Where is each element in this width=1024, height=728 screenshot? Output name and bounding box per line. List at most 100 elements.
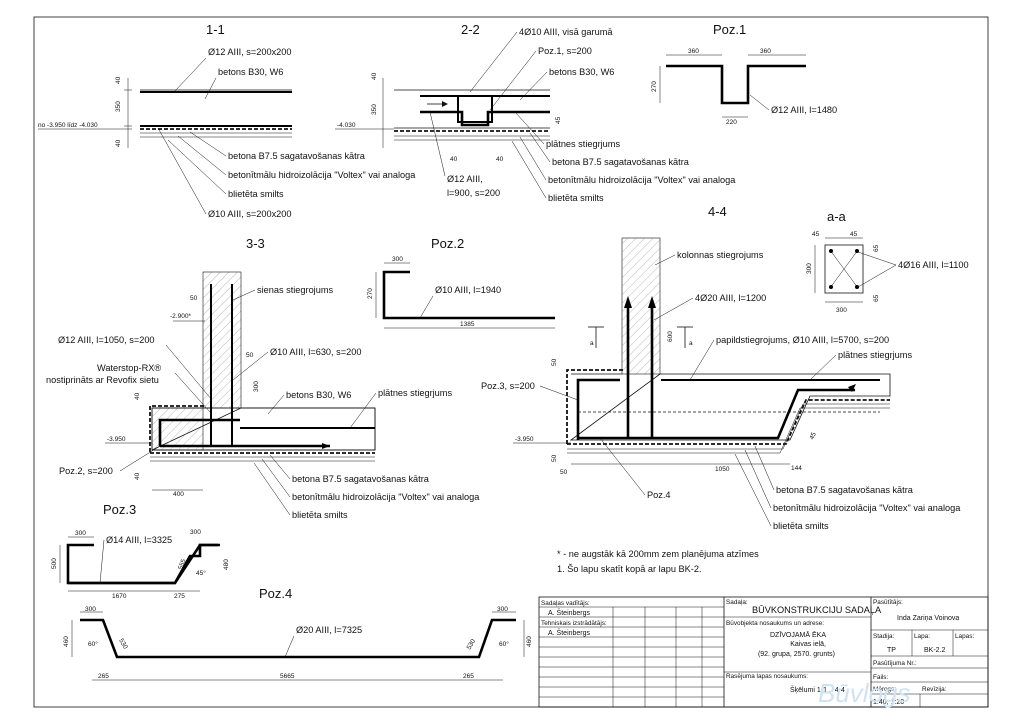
poz4-d460a-text: 460 <box>63 636 70 647</box>
title-block-drafter-lbl-text: Tehniskais izstrādātājs: <box>541 620 607 627</box>
title-block-head-lbl-text: Sadaļas vadītājs: <box>541 600 590 607</box>
s44-d45-text: 45 <box>808 431 818 441</box>
watermark: Būvlogs <box>818 678 911 708</box>
s11-rebar-bot-text: Ø10 AIII, s=200x200 <box>208 209 292 219</box>
poz2-d1385-text: 1385 <box>460 321 475 328</box>
title-block-section-val-text: BŪVKONSTRUKCIJU SADAĻA <box>752 605 882 615</box>
s11-rebar-top-text: Ø12 AIII, s=200x200 <box>208 47 292 57</box>
s44-d144-text: 144 <box>791 465 802 472</box>
s11-sand-text: blietēta smilts <box>228 189 284 199</box>
sections-poz2-text: Poz.2 <box>431 236 464 251</box>
s11-prep-text: betona B7.5 sagatavošanas kātra <box>228 151 366 161</box>
saa-d300a-text: 300 <box>806 263 813 274</box>
s44-lvl-text: -3.950 <box>515 436 534 443</box>
saa-d45a-text: 45 <box>812 231 820 238</box>
sections-s33-text: 3-3 <box>246 236 265 251</box>
title-block-head-val-text: A. Šteinbergs <box>548 608 591 617</box>
s22-level-text: -4.030 <box>337 122 356 129</box>
s11-hydro-text: betonītmālu hidroizolācija "Voltex" vai … <box>228 170 416 180</box>
saa-d45b-text: 45 <box>850 231 858 238</box>
poz-4-detail: Poz.4 300 300 530 530 60° 60° 460 460 26… <box>63 586 533 681</box>
s33-concrete-text: betons B30, W6 <box>286 390 351 400</box>
section-2-2: 2-2 40 350 45 -4.030 40 40 4Ø10 AIII, vi… <box>335 22 736 203</box>
sheet-border <box>33 16 989 708</box>
poz4-d300b-text: 300 <box>497 606 508 613</box>
s33-d300-text: 300 <box>253 381 260 392</box>
s44-r1-text: 4Ø20 AIII, l=1200 <box>695 293 766 303</box>
title-block-drawing-val-text: Šķēlumi 1-1 .. 4-4 <box>790 685 845 694</box>
s11-level-text: no -3.950 līdz -4.030 <box>38 122 98 129</box>
s33-slab-text: plātnes stiegrjums <box>378 388 452 398</box>
s44-a-text: a <box>689 340 693 347</box>
section-3-3: 3-3 -2.900* -3.950 50 50 300 40 40 400 s… <box>46 236 480 520</box>
saa-d65b-text: 65 <box>873 294 880 302</box>
s44-col-text: kolonnas stiegrojums <box>677 250 764 260</box>
s22-bar2-text: l=900, s=200 <box>447 188 500 198</box>
poz3-label-text: Ø14 AIII, l=3325 <box>106 535 172 545</box>
title-block-stage-val-text: TP <box>887 647 896 654</box>
poz4-d460b-text: 460 <box>526 636 533 647</box>
title-block-obj2-text: Kaivas ielā, <box>790 641 826 648</box>
s22-prep-text: betona B7.5 sagatavošanas kātra <box>552 157 690 167</box>
s33-d40a-text: 40 <box>134 392 141 400</box>
s11-concrete-text: betons B30, W6 <box>218 67 283 77</box>
s11-d350-text: 350 <box>115 101 122 112</box>
s22-slab-text: plātnes stiegrjums <box>546 139 620 149</box>
title-block: Sadaļas vadītājs: A. Šteinbergs Tehniska… <box>538 596 989 708</box>
poz1-d360b-text: 360 <box>760 48 771 55</box>
s44-d1050-text: 1050 <box>715 466 730 473</box>
note-1: * - ne augstāk kā 200mm zem planējuma at… <box>557 549 759 559</box>
poz3-d500-text: 500 <box>51 558 58 569</box>
s33-d50a-text: 50 <box>190 295 198 302</box>
title-block-sheet-val-text: BK-2.2 <box>924 647 946 654</box>
s22-d40a-text: 40 <box>450 156 458 163</box>
title-block-sheets-lbl-text: Lapas: <box>955 633 974 640</box>
poz4-d265b-text: 265 <box>463 673 474 680</box>
s22-d40b-text: 40 <box>496 156 504 163</box>
s44-r2-text: papildstiegrojums, Ø10 AIII, l=5700, s=2… <box>716 335 889 345</box>
saa-d300b-text: 300 <box>836 307 847 314</box>
poz4-label-text: Ø20 AIII, l=7325 <box>296 625 362 635</box>
s22-concrete-text: betons B30, W6 <box>549 67 614 77</box>
title-block-obj-lbl-text: Būvobjekta nosaukums un adrese: <box>726 620 824 627</box>
sections-poz4-text: Poz.4 <box>259 586 292 601</box>
s33-r1-text: Ø12 AIII, l=1050, s=200 <box>58 335 155 345</box>
notes: * - ne augstāk kā 200mm zem planējuma at… <box>557 549 759 574</box>
s22-r2-text: Poz.1, s=200 <box>538 46 592 56</box>
sections-poz3-text: Poz.3 <box>103 502 136 517</box>
poz-1-detail: Poz.1 360 360 270 220 Ø12 AIII, l=1480 <box>651 22 837 126</box>
poz4-d300a-text: 300 <box>85 606 96 613</box>
poz1-label-text: Ø12 AIII, l=1480 <box>771 105 837 115</box>
poz4-d530a-text: 530 <box>117 638 129 651</box>
title-block-drawing-lbl-text: Rasējuma lapas nosaukums: <box>726 673 808 680</box>
title-block-section-lbl-text: Sadaļa: <box>726 599 748 606</box>
s22-d40a-text: 40 <box>371 72 378 80</box>
s33-water1-text: Waterstop-RX® <box>97 363 161 373</box>
poz3-d300-text: 300 <box>190 529 201 536</box>
title-block-drafter-val-text: A. Šteinbergs <box>548 628 591 637</box>
s33-poz2-text: Poz.2, s=200 <box>59 466 113 476</box>
title-block-scale-lbl-text: Mērogs: <box>873 686 896 693</box>
poz1-d270-text: 270 <box>651 81 658 92</box>
section-4-4: 4-4 a a 600 50 50 50 1050 144 45 -3.950 … <box>481 204 961 531</box>
s33-d50b-text: 50 <box>246 352 254 359</box>
title-block-client-val-text: Inda Zariņa Voinova <box>897 615 959 622</box>
s22-bar-text: Ø12 AIII, <box>447 174 483 184</box>
poz3-d275-text: 275 <box>174 593 185 600</box>
title-block-order-lbl-text: Pasūtījuma Nr.: <box>873 660 917 667</box>
poz-2-detail: Poz.2 300 270 1385 Ø10 AIII, l=1940 <box>367 236 555 329</box>
s33-hydro-text: betonītmālu hidroizolācija "Voltex" vai … <box>292 492 480 502</box>
s22-d350-text: 350 <box>371 104 378 115</box>
poz4-d530b-text: 530 <box>466 638 478 651</box>
s44-d50b-text: 50 <box>551 454 558 462</box>
poz4-ang1-text: 60° <box>88 640 98 648</box>
poz1-d360a-text: 360 <box>688 48 699 55</box>
s44-d50a-text: 50 <box>551 358 558 366</box>
poz3-d480-text: 480 <box>223 559 230 570</box>
poz2-d300-text: 300 <box>392 256 403 263</box>
poz2-label-text: Ø10 AIII, l=1940 <box>435 285 501 295</box>
s22-hydro-text: betonītmālu hidroizolācija "Voltex" vai … <box>548 175 736 185</box>
title-block-sheet-lbl-text: Lapa: <box>914 633 930 640</box>
s33-prep-text: betona B7.5 sagatavošanas kātra <box>292 474 430 484</box>
s44-a-text: a <box>590 340 594 347</box>
